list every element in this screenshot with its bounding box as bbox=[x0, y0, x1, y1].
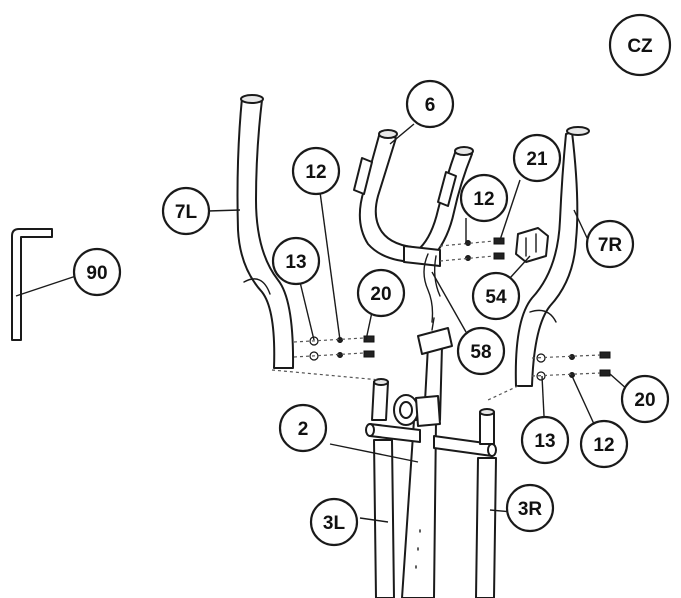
callout-21: 21 bbox=[512, 133, 562, 183]
callout-7l: 7L bbox=[161, 186, 211, 236]
callout-12-top-left: 12 bbox=[291, 146, 341, 196]
right-handlebar-part bbox=[514, 126, 590, 387]
callout-13-left: 13 bbox=[271, 236, 321, 286]
callout-3l: 3L bbox=[309, 497, 359, 547]
callout-7r-text: 7R bbox=[598, 235, 623, 256]
callout-58: 58 bbox=[456, 326, 506, 376]
callout-12c-text: 12 bbox=[593, 435, 614, 456]
callout-7r: 7R bbox=[585, 219, 635, 269]
callout-54: 54 bbox=[471, 271, 521, 321]
callout-20b-text: 20 bbox=[634, 390, 655, 411]
callout-6-text: 6 bbox=[425, 95, 436, 116]
callout-3l-text: 3L bbox=[323, 513, 346, 534]
left-lower-arm-part bbox=[371, 378, 395, 598]
callout-7l-text: 7L bbox=[175, 202, 198, 223]
leader-lines bbox=[15, 123, 629, 523]
callout-20-right: 20 bbox=[620, 374, 670, 424]
callout-12a-text: 12 bbox=[305, 162, 326, 183]
callout-12-center: 12 bbox=[459, 173, 509, 223]
assembly-guide-lines bbox=[271, 369, 519, 401]
callout-2: 2 bbox=[278, 403, 328, 453]
callout-20a-text: 20 bbox=[370, 284, 391, 305]
fixed-handlebar-part bbox=[353, 129, 474, 267]
callout-3r-text: 3R bbox=[518, 499, 543, 520]
callout-12-bottom-right: 12 bbox=[579, 419, 629, 469]
left-hardware-set bbox=[293, 335, 375, 361]
callout-58-text: 58 bbox=[470, 342, 491, 363]
callout-2-text: 2 bbox=[298, 419, 309, 440]
left-handlebar-part bbox=[236, 94, 295, 369]
language-badge-text: CZ bbox=[627, 36, 653, 57]
right-hardware-set bbox=[531, 351, 611, 381]
language-badge: CZ bbox=[608, 13, 672, 77]
callout-54-text: 54 bbox=[485, 287, 507, 308]
right-lower-arm-part bbox=[475, 408, 497, 598]
callout-13a-text: 13 bbox=[285, 252, 306, 273]
callout-3r: 3R bbox=[505, 483, 555, 533]
bracket-part bbox=[515, 227, 549, 263]
callout-21-text: 21 bbox=[526, 149, 548, 170]
callout-90-text: 90 bbox=[86, 263, 107, 284]
center-hardware-set bbox=[439, 237, 505, 262]
callout-13b-text: 13 bbox=[534, 431, 555, 452]
callout-90: 90 bbox=[72, 247, 122, 297]
allen-key-part bbox=[11, 228, 53, 341]
callout-13-right: 13 bbox=[520, 415, 570, 465]
main-frame-part bbox=[365, 317, 497, 598]
callout-6: 6 bbox=[405, 79, 455, 129]
callout-20-left: 20 bbox=[356, 268, 406, 318]
callout-12b-text: 12 bbox=[473, 189, 494, 210]
